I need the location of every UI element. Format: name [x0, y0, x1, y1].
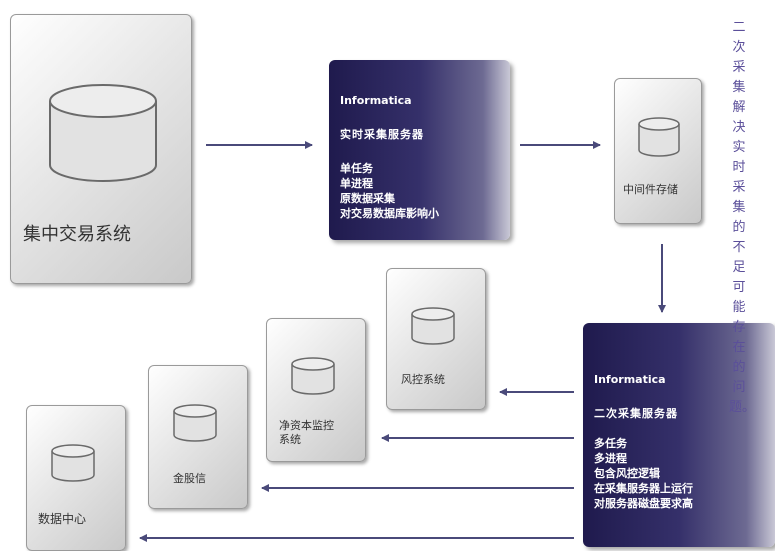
secondary-feature-3: 包含风控逻辑	[594, 467, 660, 480]
realtime-feature-3: 原数据采集	[340, 192, 395, 205]
realtime-server-subtitle: 实时采集服务器	[340, 128, 424, 141]
side-note-vertical-text: 二次采集解决实时采集的不足可能存在的问题。	[729, 20, 756, 415]
secondary-feature-4: 在采集服务器上运行	[594, 482, 693, 495]
middleware-database-icon	[638, 117, 680, 157]
realtime-feature-1: 单任务	[340, 162, 373, 175]
secondary-server-title: Informatica	[594, 373, 666, 386]
data-center-box: 数据中心	[26, 405, 126, 551]
secondary-server-subtitle: 二次采集服务器	[594, 407, 678, 420]
realtime-server-title: Informatica	[340, 94, 412, 107]
middleware-label: 中间件存储	[623, 183, 678, 196]
net-capital-label-line2: 系统	[279, 433, 301, 446]
golden-shares-box: 金股信	[148, 365, 248, 509]
central-system-label: 集中交易系统	[23, 224, 131, 245]
data-center-label: 数据中心	[38, 512, 87, 526]
golden-shares-database-icon	[173, 404, 217, 442]
realtime-feature-4: 对交易数据库影响小	[340, 207, 439, 220]
realtime-server-box: Informatica 实时采集服务器 单任务 单进程 原数据采集 对交易数据库…	[329, 60, 510, 240]
data-center-database-icon	[51, 444, 95, 482]
net-capital-database-icon	[291, 357, 335, 395]
secondary-server-box: Informatica 二次采集服务器 多任务 多进程 包含风控逻辑 在采集服务…	[583, 323, 775, 547]
risk-database-icon	[411, 307, 455, 345]
secondary-feature-5: 对服务器磁盘要求高	[594, 497, 693, 510]
net-capital-label-line1: 净资本监控	[279, 419, 334, 432]
net-capital-system-box: 净资本监控 系统	[266, 318, 366, 462]
secondary-feature-1: 多任务	[594, 437, 627, 450]
risk-control-label: 风控系统	[401, 373, 445, 386]
middleware-storage-box: 中间件存储	[614, 78, 702, 224]
risk-control-system-box: 风控系统	[386, 268, 486, 410]
central-trading-system-box: 集中交易系统	[10, 14, 192, 284]
realtime-feature-2: 单进程	[340, 177, 373, 190]
secondary-feature-2: 多进程	[594, 452, 627, 465]
golden-shares-label: 金股信	[173, 472, 206, 485]
central-database-icon	[49, 84, 157, 182]
